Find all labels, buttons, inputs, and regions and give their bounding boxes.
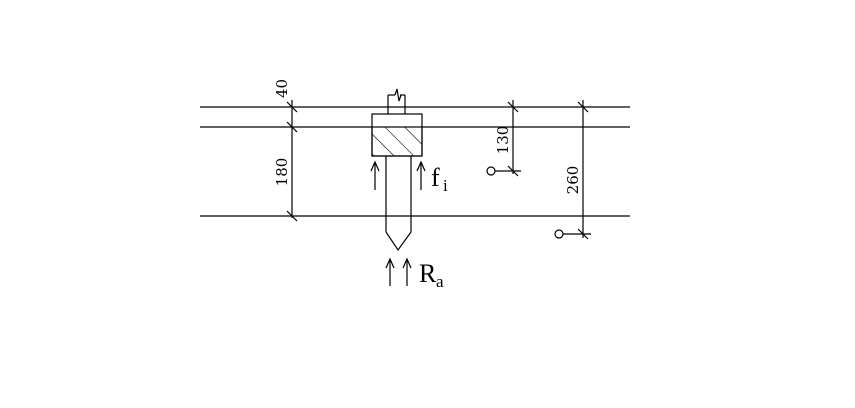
pile-shaft	[385, 156, 412, 252]
break-line	[394, 88, 402, 102]
shaft-friction-subscript: i	[443, 176, 448, 195]
water-table-marker	[486, 166, 496, 176]
dimension-left	[286, 100, 298, 222]
dim-label-40: 40	[273, 79, 291, 98]
tip-resistance-label: R	[419, 259, 437, 288]
tick-mark	[286, 101, 298, 113]
dim-label-130: 130	[494, 126, 512, 155]
water-table-marker	[554, 229, 564, 239]
shaft-friction-label: f	[431, 163, 440, 192]
dim-label-260: 260	[564, 166, 582, 195]
water-level-260	[554, 100, 591, 240]
tick-mark	[507, 101, 519, 113]
tip-resistance-subscript: a	[436, 272, 444, 291]
shaft-friction-arrows	[370, 160, 426, 190]
column-stub	[387, 88, 406, 114]
tick-mark	[286, 210, 298, 222]
pile-cap-hatching	[371, 126, 423, 157]
dim-label-180: 180	[273, 158, 291, 187]
pile-tip	[385, 231, 412, 252]
tip-resistance-arrows	[385, 257, 412, 286]
tick-mark	[577, 101, 589, 113]
water-level-130	[486, 100, 521, 177]
tick-mark	[286, 121, 298, 133]
